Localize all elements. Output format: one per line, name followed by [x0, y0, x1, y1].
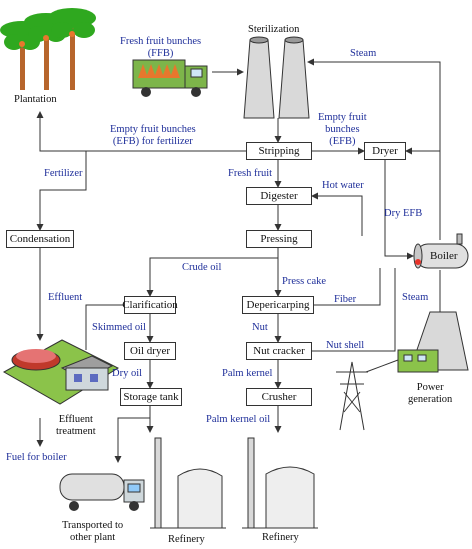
efb-fertilizer-line-2: (EFB) for fertilizer — [112, 136, 193, 147]
nut-label: Nut — [252, 322, 268, 333]
nut-cracker-box: Nut cracker — [246, 342, 312, 360]
effluent-treatment-line-1: Effluent — [58, 414, 93, 425]
sterilization-towers-icon — [243, 36, 310, 119]
ffb-label: Fresh fruit bunches (FFB) — [120, 36, 201, 60]
press-cake-label: Press cake — [282, 276, 327, 287]
line-effluent — [85, 304, 124, 350]
hot-water-label: Hot water — [322, 180, 364, 191]
condensation-box: Condensation — [6, 230, 74, 248]
effluent-treatment-line-2: treatment — [56, 426, 96, 437]
line-nut-shell — [312, 268, 396, 352]
ffb-line-2: (FFB) — [147, 48, 174, 59]
power-plant-icon — [397, 311, 469, 373]
power-generation-label: Power generation — [408, 382, 452, 406]
crude-oil-label: Crude oil — [182, 262, 222, 273]
oil-dryer-box: Oil dryer — [124, 342, 176, 360]
efb-label: Empty fruit bunches (EFB) — [318, 112, 367, 148]
sterilization-label: Sterilization — [248, 24, 300, 35]
boiler-label: Boiler — [430, 250, 458, 262]
line-fiber — [312, 268, 381, 306]
steam-right-label: Steam — [402, 292, 429, 303]
dry-efb-label: Dry EFB — [384, 208, 423, 219]
palm-kernel-oil-label: Palm kernel oil — [206, 414, 271, 425]
transported-line-1: Transported to — [62, 520, 124, 531]
transported-label: Transported to other plant — [62, 520, 123, 544]
steam-top-label: Steam — [350, 48, 377, 59]
plantation-label: Plantation — [14, 94, 57, 105]
efb-line-3: (EFB) — [329, 136, 356, 147]
arrow-dry-efb — [384, 160, 414, 260]
clarification-box: Clarification — [122, 296, 178, 314]
fiber-label: Fiber — [334, 294, 357, 305]
efb-fertilizer-label: Empty fruit bunches (EFB) for fertilizer — [110, 124, 196, 148]
fertilizer-label: Fertilizer — [44, 168, 83, 179]
ffb-line-1: Fresh fruit bunches — [120, 36, 202, 47]
depericarping-box: Depericarping — [242, 296, 314, 314]
refinery-right-label: Refinery — [262, 532, 299, 543]
power-generation-line-2: generation — [408, 394, 453, 405]
fresh-fruit-label: Fresh fruit — [228, 168, 273, 179]
arrow-efb-fertilizer — [36, 111, 246, 152]
efb-line-2: bunches — [325, 124, 360, 135]
arrow-fertilizer — [36, 151, 87, 231]
stripping-box: Stripping — [246, 142, 312, 160]
ffb-truck-icon — [132, 59, 208, 97]
nut-shell-label: Nut shell — [326, 340, 365, 351]
pressing-box: Pressing — [246, 230, 312, 248]
boiler-icon — [413, 233, 469, 269]
crusher-box: Crusher — [246, 388, 312, 406]
transported-line-2: other plant — [69, 532, 116, 543]
skimmed-oil-label: Skimmed oil — [92, 322, 146, 333]
plantation-icon — [0, 8, 96, 90]
effluent-label: Effluent — [48, 292, 83, 303]
digester-box: Digester — [246, 187, 312, 205]
pylon-icon — [336, 359, 399, 431]
effluent-treatment-label: Effluent treatment — [56, 414, 96, 438]
arrow-hot-water — [311, 192, 363, 236]
fuel-for-boiler-label: Fuel for boiler — [6, 452, 67, 463]
refinery-right-icon — [242, 437, 318, 529]
refinery-left-label: Refinery — [168, 534, 205, 545]
effluent-treatment-icon — [2, 339, 120, 405]
efb-line-1: Empty fruit — [318, 112, 367, 123]
efb-fertilizer-line-1: Empty fruit bunches — [110, 124, 196, 135]
storage-tank-box: Storage tank — [120, 388, 182, 406]
refinery-left-icon — [150, 437, 226, 529]
dry-oil-label: Dry oil — [112, 368, 143, 379]
power-generation-line-1: Power — [416, 382, 444, 393]
dryer-box: Dryer — [364, 142, 406, 160]
flow-arrows — [36, 58, 444, 463]
tanker-truck-icon — [59, 473, 145, 511]
arrow-to-transport — [114, 417, 150, 463]
arrow-crude-oil — [146, 248, 279, 297]
palm-kernel-label: Palm kernel — [222, 368, 273, 379]
arrow-steam-top — [307, 58, 441, 240]
